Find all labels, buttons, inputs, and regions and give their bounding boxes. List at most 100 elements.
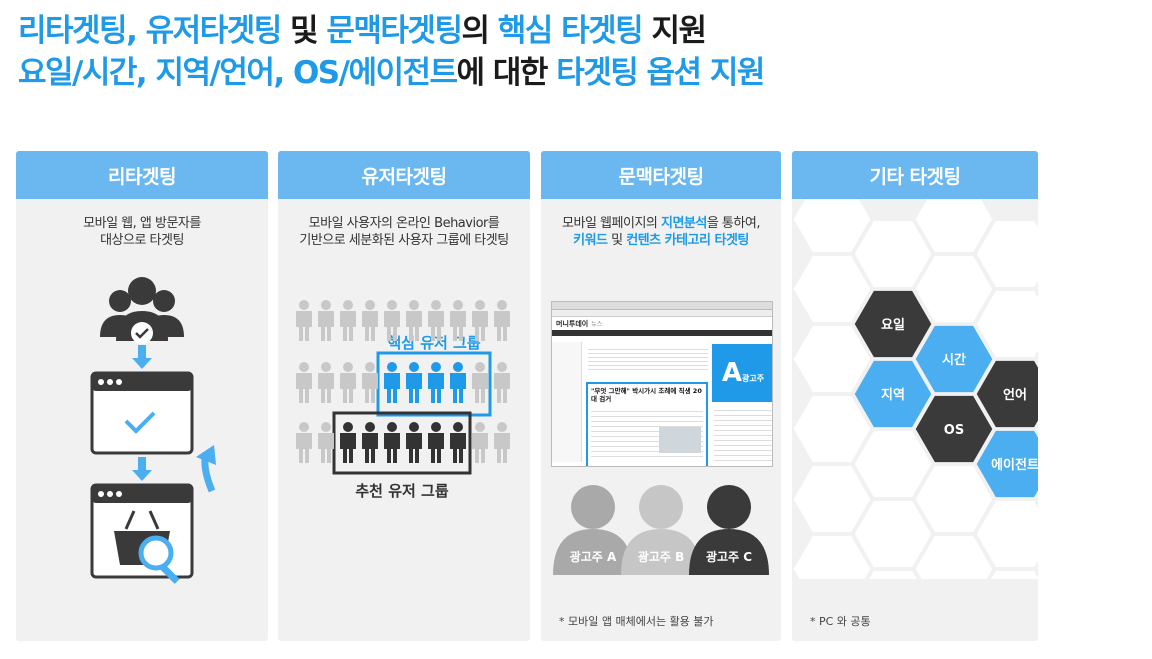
user-icon — [384, 300, 400, 341]
user-icon — [406, 300, 422, 341]
user-icon — [296, 362, 312, 403]
advertiser-b-icon — [621, 485, 701, 575]
user-icon — [362, 362, 378, 403]
context-footnote: * 모바일 앱 매체에서는 활용 불가 — [559, 615, 714, 628]
user-icon — [296, 300, 312, 341]
retargeting-panel: 리타겟팅 모바일 웹, 앱 방문자를 대상으로 타겟팅 — [16, 151, 268, 641]
browser-addressbar — [552, 310, 772, 317]
user-icon — [340, 300, 356, 341]
other-footnote: * PC 와 공통 — [810, 615, 871, 628]
ad-badge-letter: A — [721, 358, 743, 388]
user-icon — [318, 422, 334, 463]
headline-segment: 및 — [280, 13, 327, 49]
browser-basket-icon — [90, 483, 194, 584]
option-hex-label: 지역 — [881, 387, 905, 403]
user-icon — [296, 422, 312, 463]
context-desc-line2: 키워드 및 컨텐츠 카테고리 타겟팅 — [573, 233, 749, 248]
user-icon — [318, 300, 334, 341]
user-desc-line2: 기반으로 세분화된 사용자 그룹에 타겟팅 — [299, 233, 509, 248]
user-icon — [428, 300, 444, 341]
headline-line-2: 요일/시간, 지역/언어, OS/에이전트에 대한 타겟팅 옵션 지원 — [18, 52, 1138, 94]
retargeting-title: 리타겟팅 — [16, 151, 268, 199]
article-body — [591, 407, 703, 461]
recommended-user-group-label: 추천 유저 그룹 — [355, 482, 448, 500]
user-groups-illustration: 핵심 유저 그룹 추천 유저 그룹 — [296, 300, 510, 500]
headline-segment: 문맥타겟팅 — [326, 13, 463, 49]
other-targeting-title: 기타 타겟팅 — [792, 151, 1038, 199]
option-hex — [973, 427, 1038, 501]
user-desc-line1: 모바일 사용자의 온라인 Behavior를 — [308, 216, 500, 231]
context-targeting-description: 모바일 웹페이지의 지면분석을 통하여, 키워드 및 컨텐츠 카테고리 타겟팅 — [541, 215, 781, 249]
advertiser-a-label: 광고주 A — [570, 549, 617, 564]
empty-hex — [987, 567, 1038, 579]
headline: 리타겟팅, 유저타겟팅 및 문맥타겟팅의 핵심 타겟팅 지원 요일/시간, 지역… — [18, 10, 1138, 94]
user-icon — [450, 300, 466, 341]
advertiser-c-label: 광고주 C — [706, 549, 752, 564]
option-hex-label: OS — [944, 423, 964, 438]
user-icon — [340, 362, 356, 403]
highlighted-article: "무엇 그만해" 박시가시 조례에 직생 20대 검거 — [586, 382, 708, 466]
recommended-user-icon — [384, 422, 400, 463]
retargeting-desc-line2: 대상으로 타겟팅 — [100, 233, 184, 248]
option-hex-label: 언어 — [1003, 387, 1027, 403]
headline-segment: 리타겟팅, 유저타겟팅 — [18, 13, 282, 49]
recommended-user-icon — [340, 422, 356, 463]
headline-segment: 에 대한 — [456, 55, 557, 91]
site-sidebar — [552, 342, 582, 462]
article-image — [659, 427, 701, 453]
arrow-down-icon — [132, 457, 152, 481]
headline-segment: 의 — [461, 13, 498, 49]
retargeting-description: 모바일 웹, 앱 방문자를 대상으로 타겟팅 — [16, 215, 268, 249]
site-section: 뉴스 — [591, 321, 603, 328]
retargeting-desc-line1: 모바일 웹, 앱 방문자를 — [83, 216, 201, 231]
recommended-user-icon — [362, 422, 378, 463]
visitors-group-icon — [100, 277, 184, 344]
core-user-icon — [406, 362, 422, 403]
recommended-user-icon — [450, 422, 466, 463]
user-icon — [494, 422, 510, 463]
side-article-lines — [714, 406, 772, 464]
option-hex-label: 에이전트 — [991, 457, 1038, 473]
article-headline: "무엇 그만해" 박시가시 조례에 직생 20대 검거 — [591, 387, 702, 403]
user-icon — [472, 300, 488, 341]
advertiser-b-label: 광고주 B — [638, 549, 684, 564]
headline-segment: 지원 — [700, 55, 766, 91]
headline-line-1: 리타겟팅, 유저타겟팅 및 문맥타겟팅의 핵심 타겟팅 지원 — [18, 10, 1138, 52]
ad-badge-label: 광고주 — [742, 373, 765, 383]
user-icon — [362, 300, 378, 341]
advertiser-a-icon — [553, 485, 633, 575]
headline-segment: 타겟팅 옵션 — [556, 55, 702, 91]
context-targeting-panel: 문맥타겟팅 모바일 웹페이지의 지면분석을 통하여, 키워드 및 컨텐츠 카테고… — [541, 151, 781, 641]
context-targeting-title: 문맥타겟팅 — [541, 151, 781, 199]
ad-badge: A 광고주 — [712, 344, 772, 402]
advertiser-c-icon — [689, 485, 769, 575]
user-icon — [318, 362, 334, 403]
user-targeting-description: 모바일 사용자의 온라인 Behavior를 기반으로 세분화된 사용자 그룹에… — [278, 215, 530, 249]
user-icon — [472, 362, 488, 403]
option-hex-label: 시간 — [942, 352, 966, 368]
user-icon — [472, 422, 488, 463]
recommended-user-icon — [428, 422, 444, 463]
context-desc-line1: 모바일 웹페이지의 지면분석을 통하여, — [562, 216, 760, 231]
webpage-screenshot: 머니투데이 뉴스 "무엇 그만해" 박시가시 조례에 직생 20대 검거 A 광… — [551, 301, 773, 467]
browser-check-icon — [90, 371, 194, 455]
site-header: 머니투데이 뉴스 — [552, 317, 772, 330]
return-arrow-icon — [196, 445, 216, 493]
retargeting-illustration — [90, 277, 216, 584]
user-icon — [494, 362, 510, 403]
core-user-icon — [428, 362, 444, 403]
user-icon — [494, 300, 510, 341]
article-lines — [588, 346, 708, 372]
headline-segment: 지원 — [642, 13, 707, 49]
headline-segment: 핵심 타겟팅 — [497, 13, 644, 49]
site-nav — [552, 330, 772, 336]
advertisers-illustration: 광고주 A 광고주 B 광고주 C — [553, 485, 769, 575]
user-targeting-panel: 유저타겟팅 모바일 사용자의 온라인 Behavior를 기반으로 세분화된 사… — [278, 151, 530, 641]
arrow-down-icon — [132, 345, 152, 369]
user-targeting-title: 유저타겟팅 — [278, 151, 530, 199]
recommended-user-icon — [406, 422, 422, 463]
core-user-icon — [450, 362, 466, 403]
headline-segment: 요일/시간, 지역/언어, OS/에이전트 — [18, 55, 458, 91]
